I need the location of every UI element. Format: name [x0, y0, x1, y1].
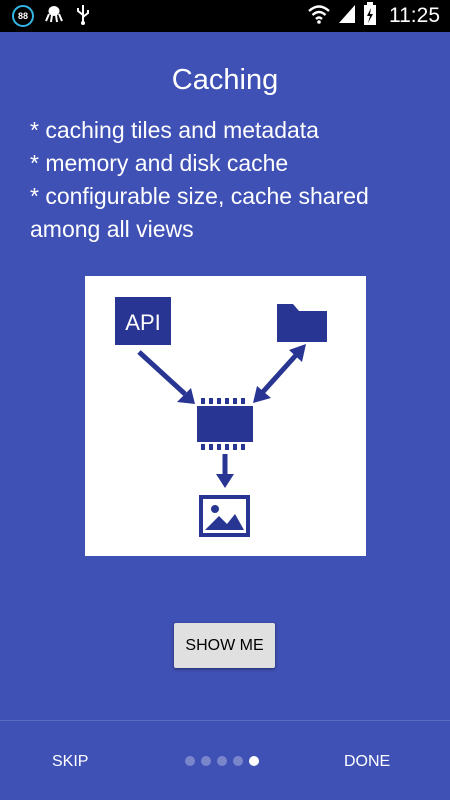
- clock: 11:25: [389, 4, 440, 27]
- feature-item: * configurable size, cache shared among …: [30, 183, 369, 242]
- page-dot: [185, 756, 195, 766]
- caching-illustration: API: [85, 276, 366, 556]
- page-dot: [201, 756, 211, 766]
- api-box-icon: API: [115, 297, 171, 345]
- feature-item: * memory and disk cache: [30, 150, 289, 176]
- page-dot-active: [249, 756, 259, 766]
- status-left: 88: [12, 4, 92, 28]
- image-icon: [199, 495, 250, 537]
- feature-list: * caching tiles and metadata * memory an…: [30, 114, 425, 246]
- skip-button[interactable]: SKIP: [52, 745, 88, 779]
- show-me-button[interactable]: SHOW ME: [174, 623, 275, 668]
- signal-icon: [337, 3, 357, 30]
- api-label: API: [125, 310, 160, 335]
- wifi-icon: [307, 3, 331, 30]
- usb-icon: [74, 3, 92, 30]
- slide-title: Caching: [171, 64, 279, 96]
- page-dot: [217, 756, 227, 766]
- done-button[interactable]: DONE: [344, 745, 390, 779]
- arrow-memory-folder: [253, 344, 306, 403]
- page-indicator: [185, 756, 259, 766]
- memory-chip-icon: [197, 398, 253, 450]
- arrow-memory-to-image: [216, 454, 234, 488]
- battery-charging-icon: [363, 1, 377, 31]
- feature-item: * caching tiles and metadata: [30, 117, 319, 143]
- octopus-icon: [44, 4, 64, 29]
- status-bar: 88: [0, 0, 450, 32]
- folder-icon: [277, 304, 327, 342]
- notification-badge: 88: [12, 5, 34, 27]
- page-dot: [233, 756, 243, 766]
- status-right: 11:25: [307, 0, 440, 32]
- arrow-api-to-memory: [137, 350, 195, 404]
- footer-divider: [0, 720, 450, 721]
